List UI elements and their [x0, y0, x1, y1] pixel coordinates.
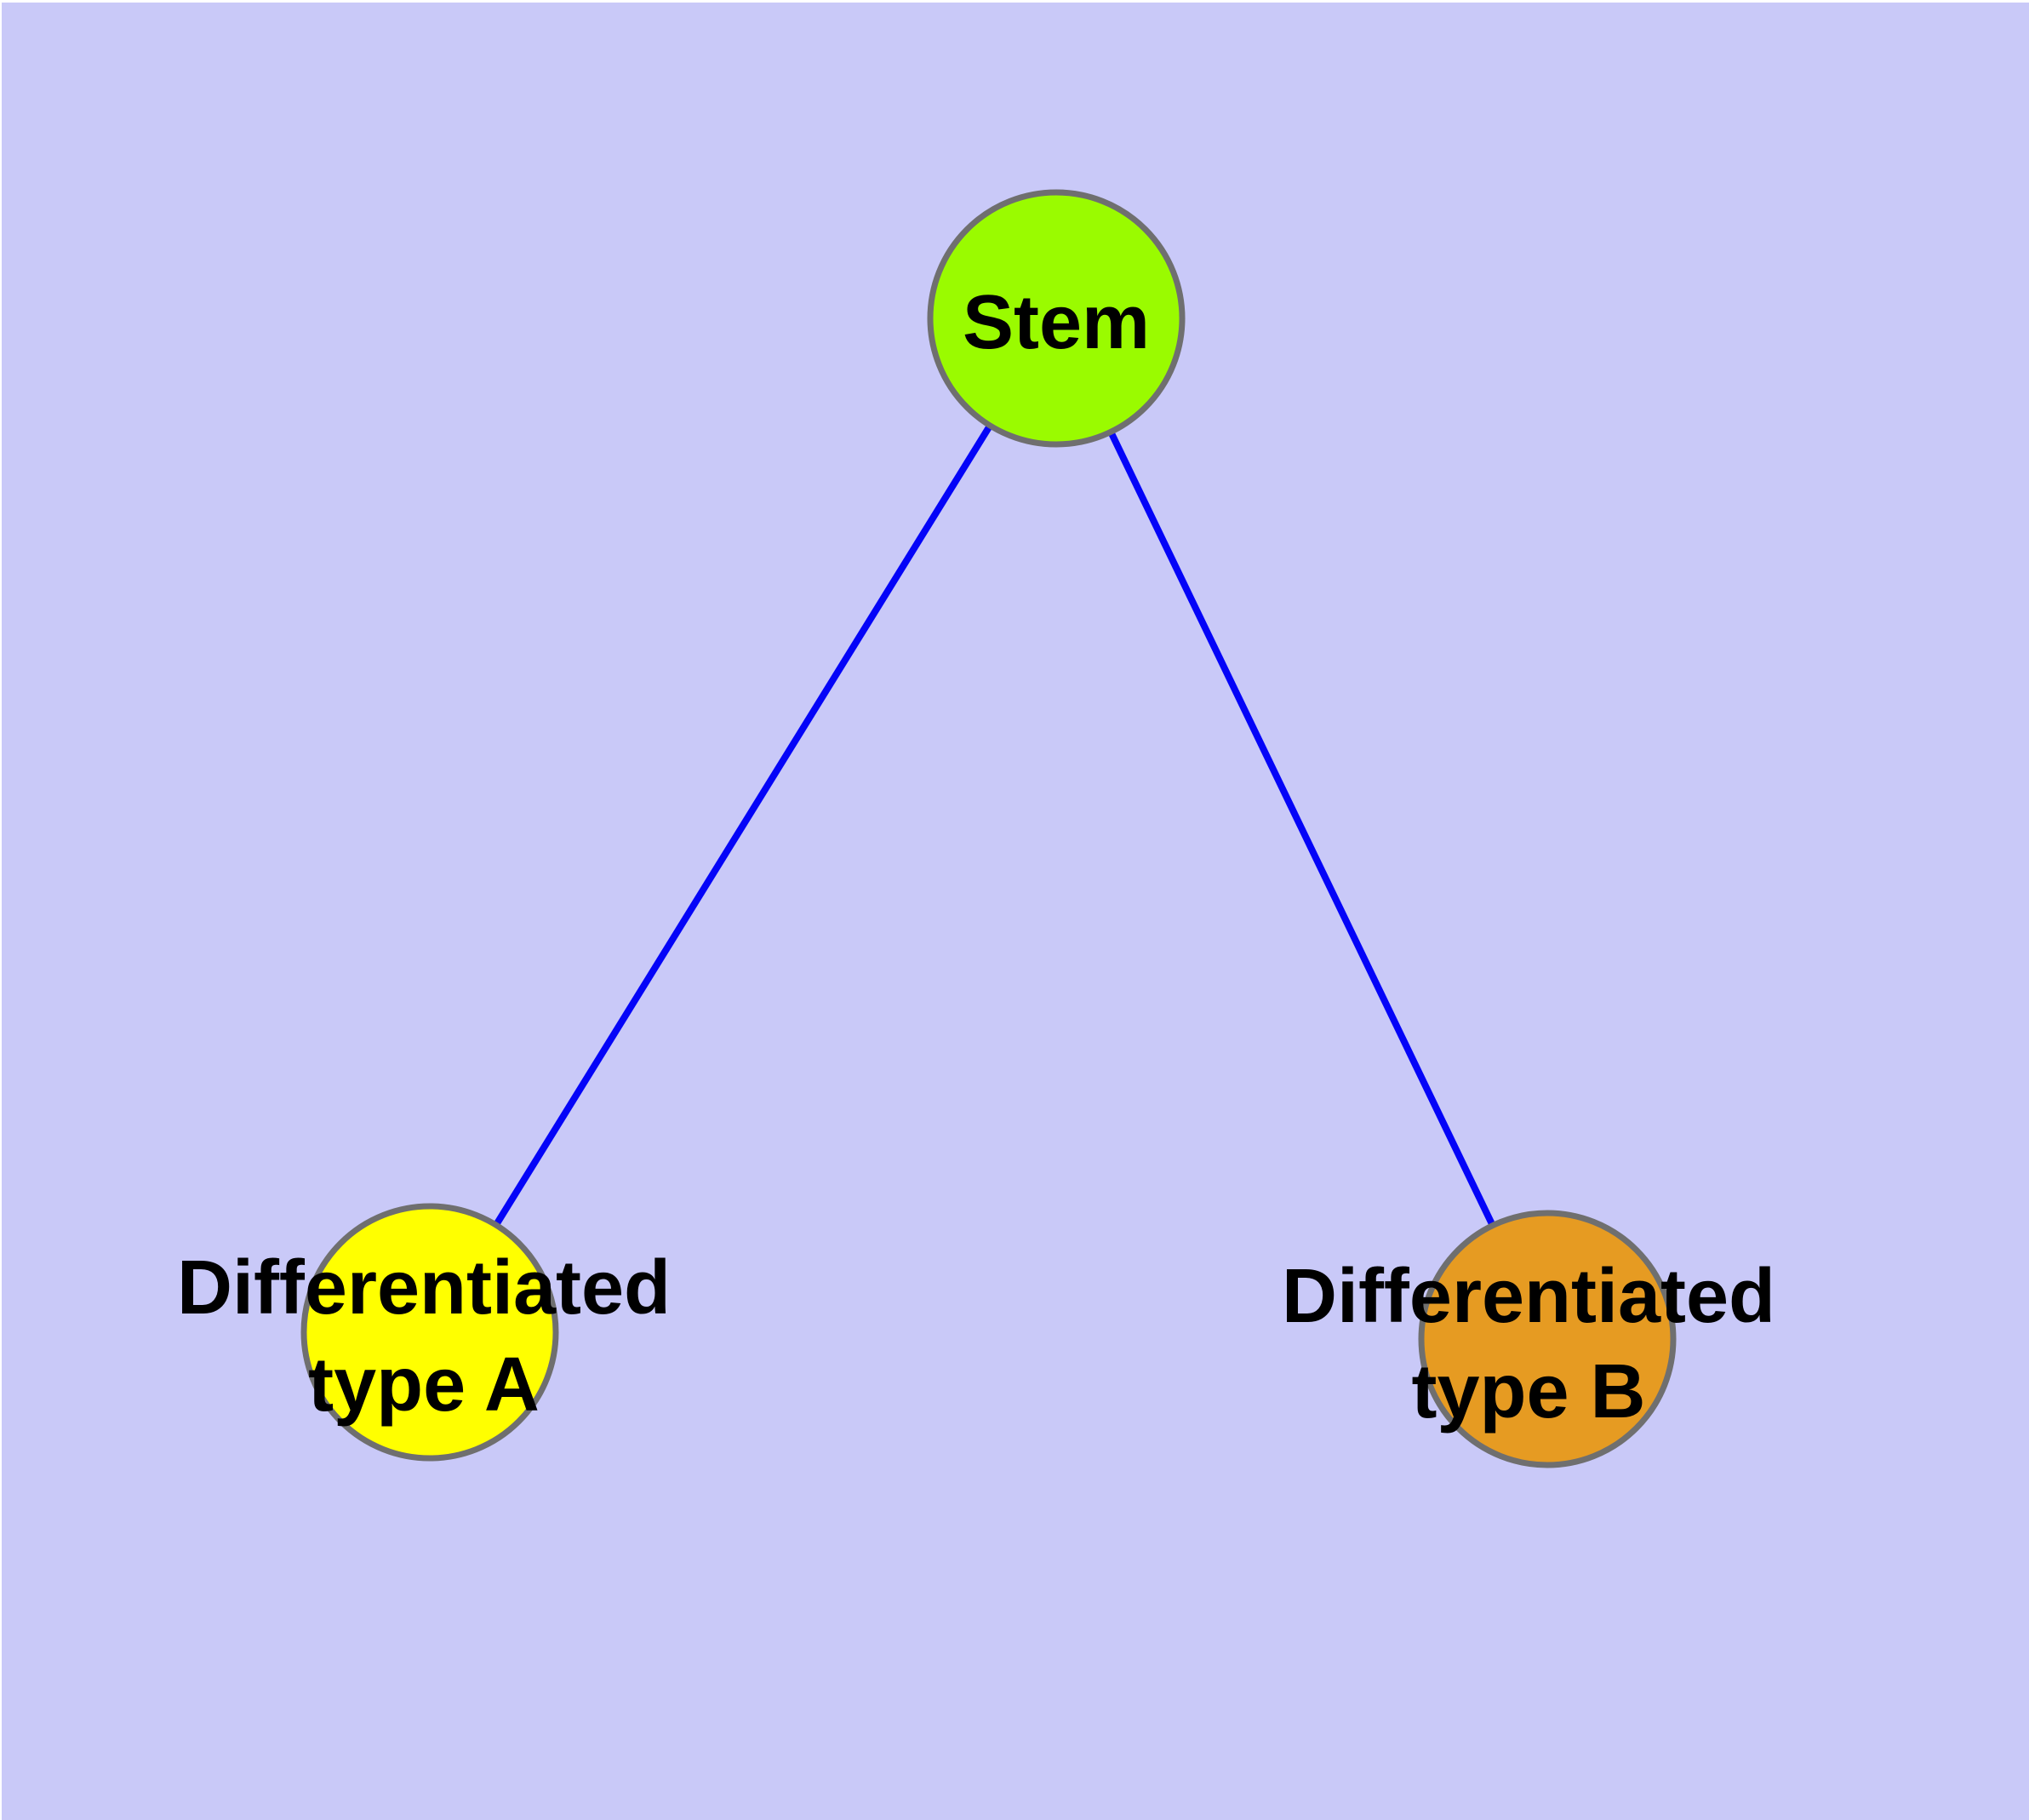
- node-differentiated-type-a: [300, 1203, 559, 1462]
- node-type-b-label-line2: type B: [1411, 1349, 1645, 1434]
- node-stem: [927, 189, 1186, 448]
- edge-stem-to-type-a: [426, 316, 1060, 1335]
- node-stem-label: Stem: [963, 280, 1150, 365]
- node-type-a-label-line1: Differentiated: [177, 1245, 671, 1331]
- edge-stem-to-type-b: [1053, 317, 1551, 1341]
- node-type-b-label-line1: Differentiated: [1282, 1254, 1775, 1339]
- node-type-a-label-line2: type A: [308, 1342, 540, 1428]
- node-differentiated-type-b: [1418, 1210, 1677, 1468]
